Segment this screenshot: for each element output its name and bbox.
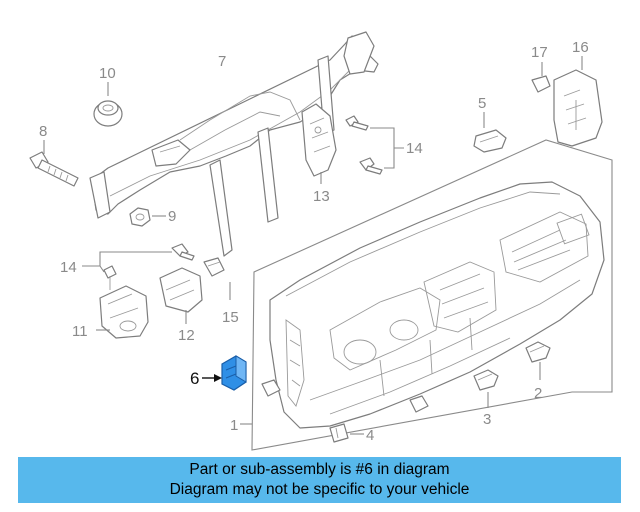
- callout-4: 4: [366, 427, 374, 444]
- info-banner: Part or sub-assembly is #6 in diagram Di…: [18, 457, 621, 503]
- part-4-clip[interactable]: [329, 423, 349, 443]
- part-9-nut[interactable]: [129, 207, 151, 227]
- part-loose-clip-left[interactable]: [261, 379, 281, 397]
- banner-line-2: Diagram may not be specific to your vehi…: [169, 481, 470, 498]
- part-14-bolt-upper-a[interactable]: [345, 115, 369, 131]
- callout-10: 10: [99, 65, 116, 82]
- callout-13: 13: [313, 188, 330, 205]
- part-16-side-panel[interactable]: [553, 69, 603, 147]
- part-15-clip[interactable]: [203, 257, 225, 277]
- callout-12: 12: [178, 327, 195, 344]
- part-13-bracket[interactable]: [301, 103, 337, 177]
- callout-9: 9: [168, 208, 176, 225]
- part-14-bolt-lower-a[interactable]: [171, 243, 195, 261]
- part-5-clip[interactable]: [473, 129, 507, 153]
- part-11-bracket[interactable]: [99, 285, 149, 339]
- callout-16: 16: [572, 39, 589, 56]
- callout-3: 3: [483, 411, 491, 428]
- part-1-instrument-panel[interactable]: [269, 181, 605, 429]
- part-14-bolt-lower-b[interactable]: [103, 265, 117, 290]
- part-3-clip[interactable]: [473, 369, 499, 391]
- callout-2: 2: [534, 385, 542, 402]
- callout-8: 8: [39, 123, 47, 140]
- callout-17: 17: [531, 44, 548, 61]
- callout-14-upper: 14: [406, 140, 423, 157]
- callout-6: 6: [190, 369, 199, 388]
- part-6-arrow: [202, 374, 222, 382]
- parts-diagram: 7 10 8 9 13 14 5 17 16 14 11 12 15 6 1 2…: [29, 31, 613, 451]
- callout-14-lower: 14: [60, 259, 77, 276]
- callout-11: 11: [72, 323, 88, 340]
- callout-7: 7: [218, 53, 226, 70]
- part-6-clip-highlighted[interactable]: [221, 355, 247, 391]
- part-7-cross-car-beam[interactable]: [89, 31, 379, 257]
- part-2-clip[interactable]: [525, 341, 551, 363]
- part-14-bolt-upper-b[interactable]: [359, 157, 383, 175]
- callout-1: 1: [230, 417, 238, 434]
- part-8-bolt[interactable]: [29, 151, 79, 187]
- part-loose-clip-mid[interactable]: [409, 395, 429, 413]
- callout-5: 5: [478, 95, 486, 112]
- part-17-clip[interactable]: [531, 75, 551, 93]
- callout-15: 15: [222, 309, 239, 326]
- part-12-bracket[interactable]: [159, 267, 203, 313]
- part-10-grommet[interactable]: [93, 100, 123, 127]
- banner-line-1: Part or sub-assembly is #6 in diagram: [189, 461, 450, 478]
